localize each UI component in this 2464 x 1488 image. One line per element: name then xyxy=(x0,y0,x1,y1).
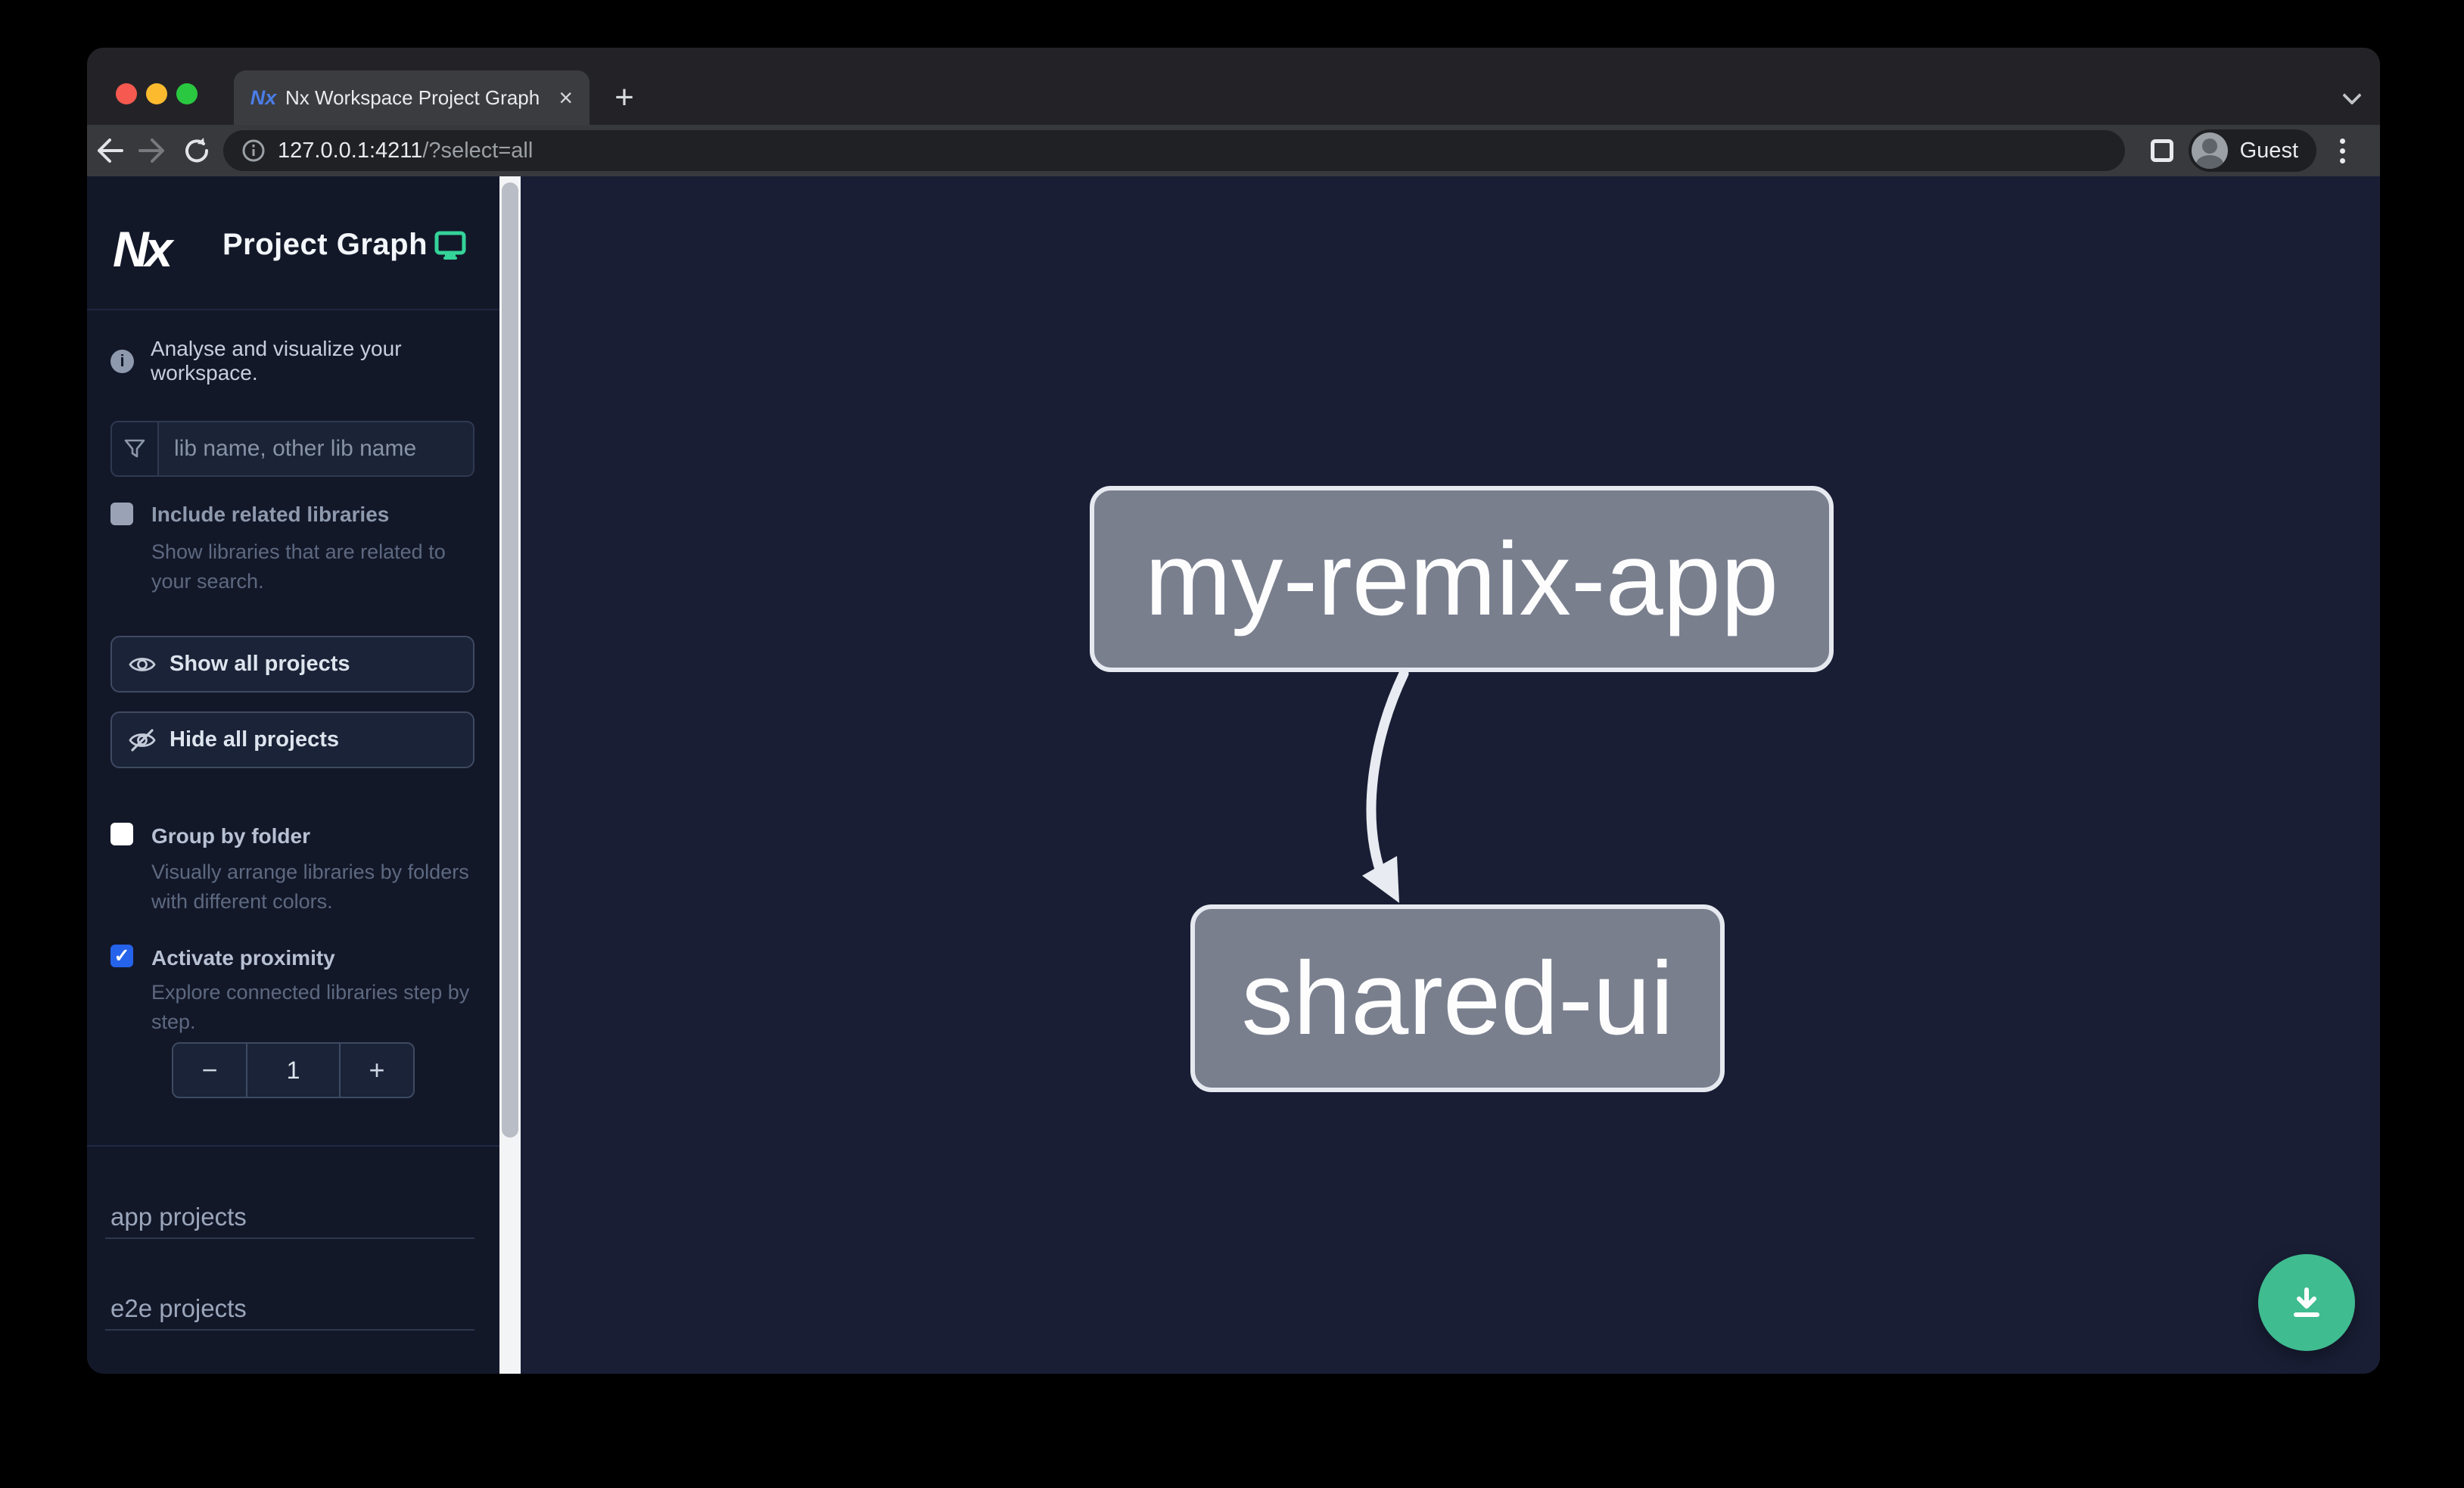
side-panel-icon[interactable] xyxy=(2150,139,2173,162)
search-box xyxy=(110,421,474,477)
graph-node-my-remix-app[interactable]: my-remix-app xyxy=(1090,486,1834,672)
back-button[interactable] xyxy=(87,130,131,171)
page-info-icon[interactable] xyxy=(241,139,266,163)
sidebar: Nx Project Graph i Analyse and visualize… xyxy=(87,176,499,1374)
search-input[interactable] xyxy=(159,422,473,475)
activate-proximity-label: Activate proximity xyxy=(151,946,335,970)
page-title: Project Graph xyxy=(222,228,428,261)
reload-icon xyxy=(185,138,209,163)
tab-search-chevron-icon[interactable] xyxy=(2344,87,2360,104)
sidebar-divider xyxy=(87,1145,499,1147)
kebab-menu-icon[interactable] xyxy=(2326,134,2359,167)
show-all-projects-label: Show all projects xyxy=(170,652,350,676)
nx-favicon-icon: Nx xyxy=(250,86,277,109)
new-tab-button[interactable]: + xyxy=(614,79,634,116)
sidebar-scrollbar[interactable] xyxy=(499,176,521,1374)
window-maximize-button[interactable] xyxy=(176,83,198,104)
forward-button[interactable] xyxy=(131,130,175,171)
tagline-text: Analyse and visualize your workspace. xyxy=(151,337,402,384)
tab-title: Nx Workspace Project Graph xyxy=(285,86,540,109)
node-label: my-remix-app xyxy=(1144,521,1779,637)
show-all-projects-button[interactable]: Show all projects xyxy=(110,636,474,693)
checkmark-icon: ✓ xyxy=(114,945,130,967)
profile-button[interactable]: Guest xyxy=(2188,129,2316,172)
reload-button[interactable] xyxy=(175,130,219,171)
graph-edge xyxy=(1362,668,1409,903)
url-host: 127.0.0.1:4211 xyxy=(278,138,423,163)
tagline-row: i Analyse and visualize your workspace. xyxy=(110,337,499,385)
include-related-description: Show libraries that are related to your … xyxy=(151,540,446,593)
section-app-projects[interactable]: app projects xyxy=(105,1160,474,1239)
download-icon xyxy=(2294,1287,2319,1317)
activate-proximity-checkbox[interactable]: ✓ xyxy=(110,945,133,967)
tab-close-icon[interactable]: × xyxy=(558,84,573,111)
back-arrow-icon xyxy=(98,139,123,163)
forward-arrow-icon xyxy=(138,139,164,163)
include-related-label: Include related libraries xyxy=(151,503,390,526)
nx-logo[interactable]: Nx xyxy=(113,221,173,277)
sidebar-header: Nx Project Graph xyxy=(87,176,499,310)
window-minimize-button[interactable] xyxy=(146,83,167,104)
proximity-value: 1 xyxy=(246,1044,341,1097)
group-by-folder-label: Group by folder xyxy=(151,824,310,848)
tab-strip: Nx Nx Workspace Project Graph × + xyxy=(87,48,2380,125)
browser-tab[interactable]: Nx Nx Workspace Project Graph × xyxy=(234,70,590,125)
page-content: Nx Project Graph i Analyse and visualize… xyxy=(87,176,2380,1374)
section-app-projects-label: app projects xyxy=(110,1203,247,1231)
group-by-folder-checkbox[interactable] xyxy=(110,823,133,845)
browser-window: Nx Nx Workspace Project Graph × + xyxy=(87,48,2380,1374)
filter-icon xyxy=(112,422,159,475)
proximity-stepper: − 1 + xyxy=(172,1042,415,1098)
section-e2e-projects-label: e2e projects xyxy=(110,1294,247,1322)
section-e2e-projects[interactable]: e2e projects xyxy=(105,1251,474,1331)
sidebar-scrollbar-thumb[interactable] xyxy=(502,182,518,1138)
window-close-button[interactable] xyxy=(116,83,137,104)
hide-all-projects-label: Hide all projects xyxy=(170,727,340,752)
hide-all-projects-button[interactable]: Hide all projects xyxy=(110,711,474,768)
download-graph-button[interactable] xyxy=(2258,1254,2355,1351)
eye-icon xyxy=(129,657,156,671)
eye-off-icon xyxy=(129,728,156,752)
graph-node-shared-ui[interactable]: shared-ui xyxy=(1190,904,1725,1092)
node-label: shared-ui xyxy=(1241,940,1674,1057)
avatar-icon xyxy=(2191,132,2228,169)
info-icon: i xyxy=(110,349,134,373)
profile-label: Guest xyxy=(2239,138,2298,163)
proximity-decrement-button[interactable]: − xyxy=(201,1054,218,1085)
activate-proximity-description: Explore connected libraries step by step… xyxy=(151,981,470,1033)
url-text: 127.0.0.1:4211/?select=all xyxy=(278,139,533,163)
proximity-increment-button[interactable]: + xyxy=(369,1054,385,1085)
browser-toolbar: 127.0.0.1:4211/?select=all Guest xyxy=(87,125,2380,176)
include-related-checkbox[interactable] xyxy=(110,503,133,525)
theme-monitor-icon[interactable] xyxy=(434,231,466,265)
url-path: /?select=all xyxy=(422,138,534,163)
url-bar[interactable]: 127.0.0.1:4211/?select=all xyxy=(223,130,2125,171)
group-by-folder-description: Visually arrange libraries by folders wi… xyxy=(151,861,469,913)
graph-canvas[interactable]: my-remix-app shared-ui xyxy=(521,176,2380,1374)
